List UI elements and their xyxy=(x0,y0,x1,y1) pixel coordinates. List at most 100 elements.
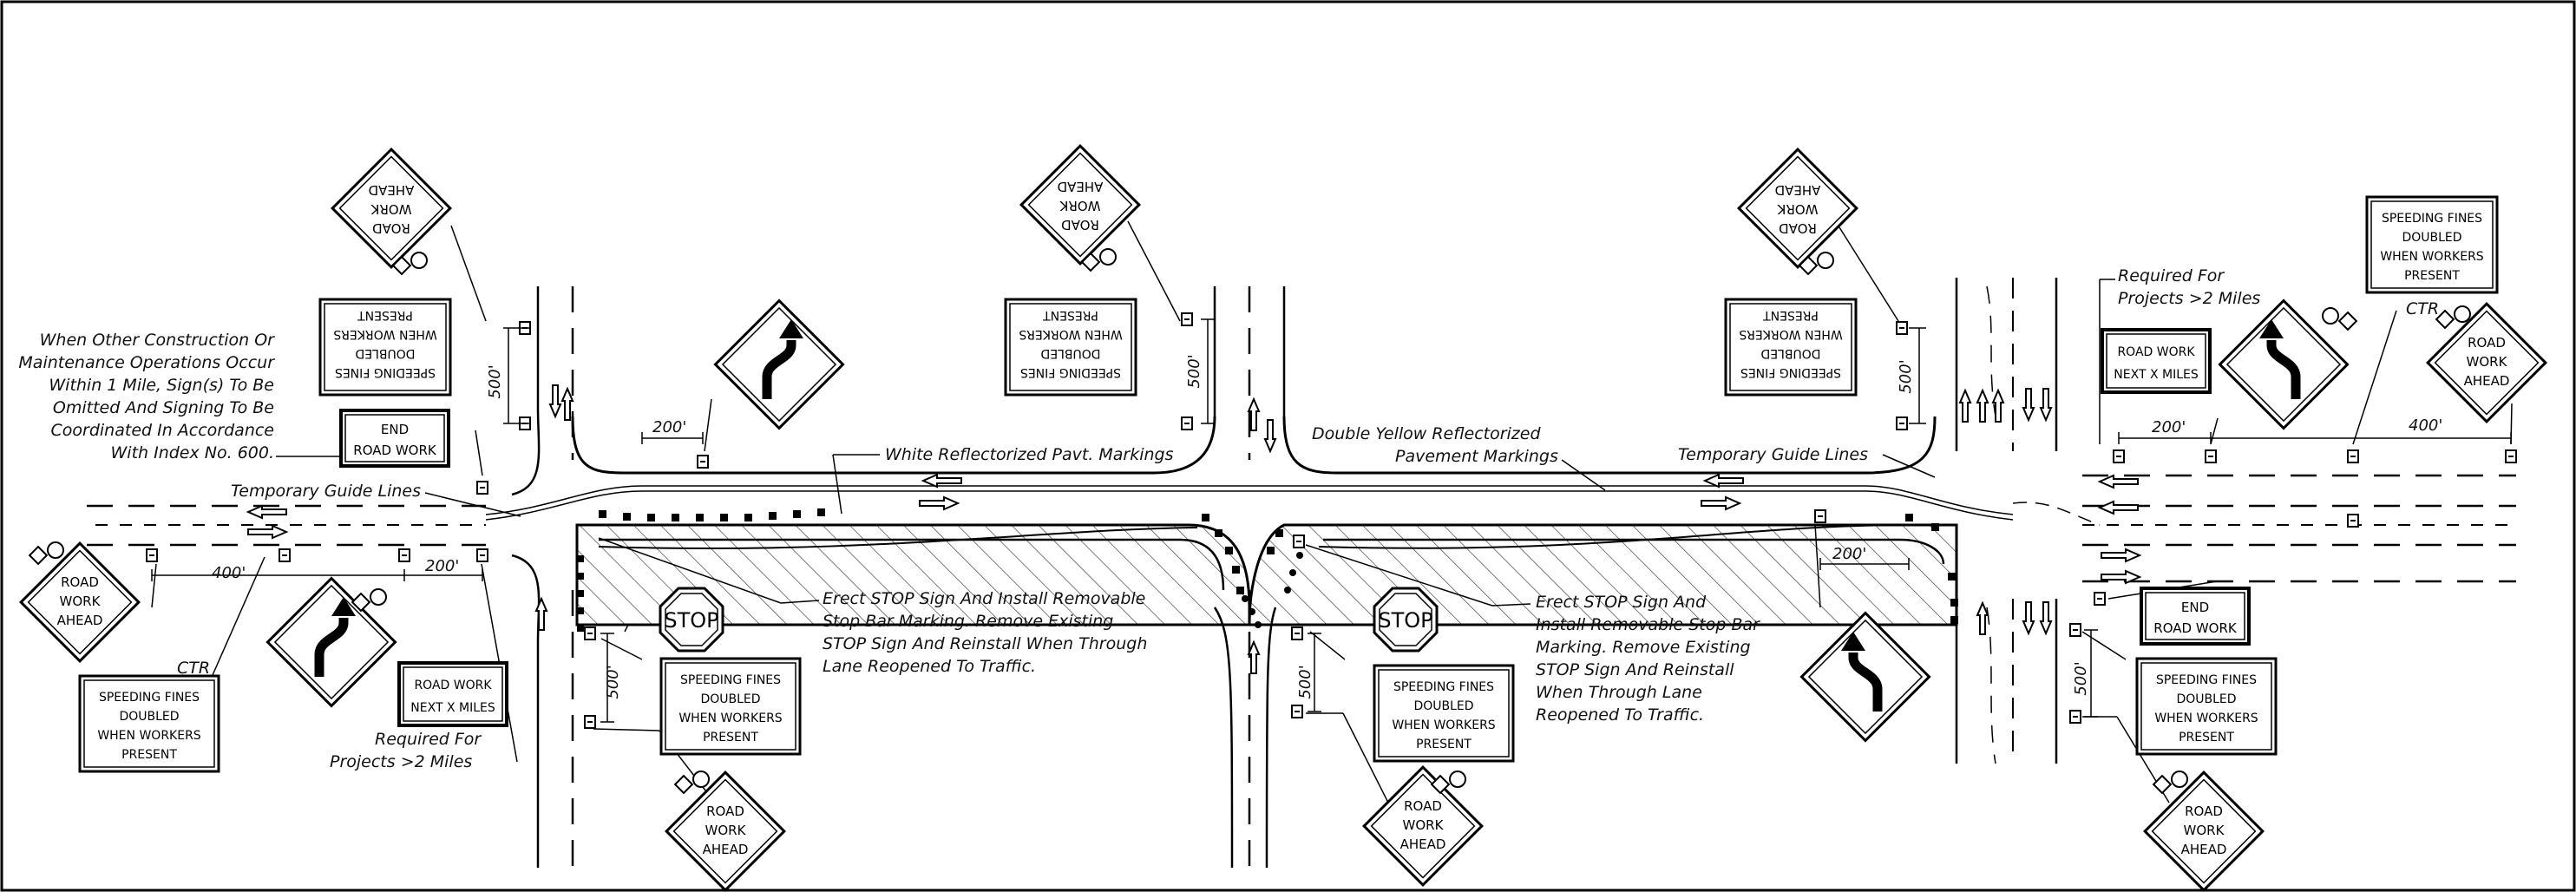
note-line: Omitted And Signing To Be xyxy=(53,398,274,417)
note-line: Lane Reopened To Traffic. xyxy=(823,657,1036,676)
sign-road-work-ahead-inverted: ROAD WORK AHEAD xyxy=(1019,144,1141,272)
sign-road-work-ahead: ROAD WORK AHEAD xyxy=(19,541,141,663)
dim-500-d: 500' xyxy=(604,665,622,699)
svg-text:ROAD WORK: ROAD WORK xyxy=(353,443,437,458)
sign-speeding-fines: SPEEDING FINES DOUBLED WHEN WORKERS PRES… xyxy=(2135,657,2278,756)
sign-road-work-ahead: ROAD WORK AHEAD xyxy=(665,771,786,892)
note-line: With Index No. 600. xyxy=(111,443,275,462)
sign-road-work-ahead-inverted: ROAD WORK AHEAD xyxy=(331,148,452,275)
note-ctr-right: CTR xyxy=(2406,299,2439,318)
sign-speeding-fines: SPEEDING FINES DOUBLED WHEN WORKERS PRES… xyxy=(1373,664,1515,763)
note-line: Erect STOP Sign And Install Removable xyxy=(823,589,1145,608)
dim-200-d: 200' xyxy=(1832,545,1866,563)
svg-text:AHEAD: AHEAD xyxy=(1775,182,1821,198)
note-line: STOP Sign And Reinstall xyxy=(1536,660,1734,679)
note-white-markings: White Reflectorized Pavt. Markings xyxy=(885,445,1174,464)
sign-speeding-fines-inverted: SPEEDING FINES DOUBLED WHEN WORKERS PRES… xyxy=(1724,298,1858,397)
svg-text:WHEN WORKERS: WHEN WORKERS xyxy=(2154,712,2258,725)
sign-reverse-curve xyxy=(2219,300,2357,428)
svg-text:NEXT X MILES: NEXT X MILES xyxy=(2114,368,2199,382)
svg-text:PRESENT: PRESENT xyxy=(1416,738,1472,751)
svg-text:WHEN WORKERS: WHEN WORKERS xyxy=(678,712,782,725)
svg-text:WORK: WORK xyxy=(705,823,747,838)
note-line: Coordinated In Accordance xyxy=(51,421,274,440)
svg-text:ROAD WORK: ROAD WORK xyxy=(2117,345,2195,359)
sign-speeding-fines: SPEEDING FINES DOUBLED WHEN WORKERS PRES… xyxy=(2365,195,2499,294)
svg-text:ROAD: ROAD xyxy=(1779,220,1817,236)
svg-text:PRESENT: PRESENT xyxy=(703,731,758,744)
svg-text:STOP: STOP xyxy=(1378,608,1432,633)
sign-reverse-curve xyxy=(1801,613,1929,740)
svg-text:DOUBLED: DOUBLED xyxy=(700,692,760,706)
svg-text:PRESENT: PRESENT xyxy=(2404,269,2460,283)
svg-text:STOP: STOP xyxy=(664,608,718,633)
svg-text:WORK: WORK xyxy=(1059,198,1100,213)
dimension-labels: 500' 500' 500' 500' 500' 500' 200' 200' … xyxy=(212,354,2442,699)
svg-text:SPEEDING FINES: SPEEDING FINES xyxy=(680,673,781,687)
sign-road-work-ahead: ROAD WORK AHEAD xyxy=(1362,765,1484,887)
svg-text:SPEEDING FINES: SPEEDING FINES xyxy=(99,691,200,705)
dim-500-e: 500' xyxy=(1296,665,1314,699)
sign-road-work-next: ROAD WORK NEXT X MILES xyxy=(397,661,508,727)
svg-text:DOUBLED: DOUBLED xyxy=(119,710,179,724)
sign-speeding-fines: SPEEDING FINES DOUBLED WHEN WORKERS PRES… xyxy=(659,657,802,756)
svg-text:SPEEDING FINES: SPEEDING FINES xyxy=(1740,365,1841,379)
dim-500-c: 500' xyxy=(1897,359,1915,393)
note-temp-guide-right: Temporary Guide Lines xyxy=(1678,445,1868,464)
note-required-right-2: Projects >2 Miles xyxy=(2118,289,2260,308)
sign-speeding-fines-inverted: SPEEDING FINES DOUBLED WHEN WORKERS PRES… xyxy=(318,298,452,397)
sign-end-road-work: END ROAD WORK xyxy=(2140,587,2251,646)
dim-400-b: 400' xyxy=(212,564,246,582)
svg-text:END: END xyxy=(2181,600,2209,615)
svg-text:WHEN WORKERS: WHEN WORKERS xyxy=(1739,327,1842,341)
svg-text:DOUBLED: DOUBLED xyxy=(1040,346,1100,360)
sign-road-work-ahead-inverted: ROAD WORK AHEAD xyxy=(1737,148,1858,275)
sign-road-work-ahead: ROAD WORK AHEAD xyxy=(2143,771,2265,892)
svg-text:DOUBLED: DOUBLED xyxy=(1760,346,1820,360)
note-line: Reopened To Traffic. xyxy=(1536,705,1704,725)
note-line: Install Removable Stop Bar xyxy=(1536,615,1760,634)
svg-text:ROAD: ROAD xyxy=(706,803,744,819)
note-required-left-2: Projects >2 Miles xyxy=(330,752,472,771)
sign-reverse-curve xyxy=(267,578,395,705)
svg-text:AHEAD: AHEAD xyxy=(1058,179,1104,194)
svg-text:PRESENT: PRESENT xyxy=(357,308,413,322)
note-required-right-1: Required For xyxy=(2118,266,2225,285)
sign-road-work-ahead: ROAD WORK AHEAD xyxy=(2426,302,2547,423)
sign-speeding-fines-inverted: SPEEDING FINES DOUBLED WHEN WORKERS PRES… xyxy=(1004,298,1137,397)
svg-text:ROAD WORK: ROAD WORK xyxy=(2153,620,2238,636)
svg-text:WORK: WORK xyxy=(60,594,102,609)
svg-text:PRESENT: PRESENT xyxy=(1763,308,1819,322)
svg-text:ROAD: ROAD xyxy=(2185,803,2223,819)
svg-text:WHEN WORKERS: WHEN WORKERS xyxy=(1392,718,1495,732)
sign-road-work-next: ROAD WORK NEXT X MILES xyxy=(2101,328,2212,394)
note-line: STOP Sign And Reinstall When Through xyxy=(823,634,1147,653)
svg-text:WHEN WORKERS: WHEN WORKERS xyxy=(1019,327,1122,341)
sign-stop: STOP xyxy=(1373,587,1439,653)
svg-text:DOUBLED: DOUBLED xyxy=(2176,692,2236,706)
dim-200-a: 200' xyxy=(652,418,686,436)
svg-text:NEXT X MILES: NEXT X MILES xyxy=(410,701,495,715)
svg-text:ROAD WORK: ROAD WORK xyxy=(414,679,492,692)
sign-end-road-work: END ROAD WORK xyxy=(339,409,450,468)
work-area xyxy=(575,523,1958,626)
dim-500-a: 500' xyxy=(486,364,504,398)
note-line: When Other Construction Or xyxy=(40,331,276,350)
svg-text:WHEN WORKERS: WHEN WORKERS xyxy=(2380,250,2483,264)
note-line: Maintenance Operations Occur xyxy=(18,353,275,372)
svg-text:DOUBLED: DOUBLED xyxy=(2402,231,2461,245)
svg-text:AHEAD: AHEAD xyxy=(2464,373,2510,389)
svg-text:WORK: WORK xyxy=(2467,354,2508,370)
note-stop-left: Erect STOP Sign And Install Removable St… xyxy=(823,589,1147,676)
svg-text:WHEN WORKERS: WHEN WORKERS xyxy=(333,327,436,341)
note-line: Stop Bar Marking. Remove Existing xyxy=(823,612,1113,631)
svg-text:SPEEDING FINES: SPEEDING FINES xyxy=(1020,365,1121,379)
note-temp-guide-left: Temporary Guide Lines xyxy=(231,482,421,501)
svg-text:WORK: WORK xyxy=(1776,201,1818,217)
sign-stop: STOP xyxy=(659,587,724,653)
dimension-lines xyxy=(151,318,2512,723)
svg-text:WHEN WORKERS: WHEN WORKERS xyxy=(97,729,200,743)
svg-text:SPEEDING FINES: SPEEDING FINES xyxy=(335,365,436,379)
sign-reverse-curve xyxy=(715,300,842,428)
